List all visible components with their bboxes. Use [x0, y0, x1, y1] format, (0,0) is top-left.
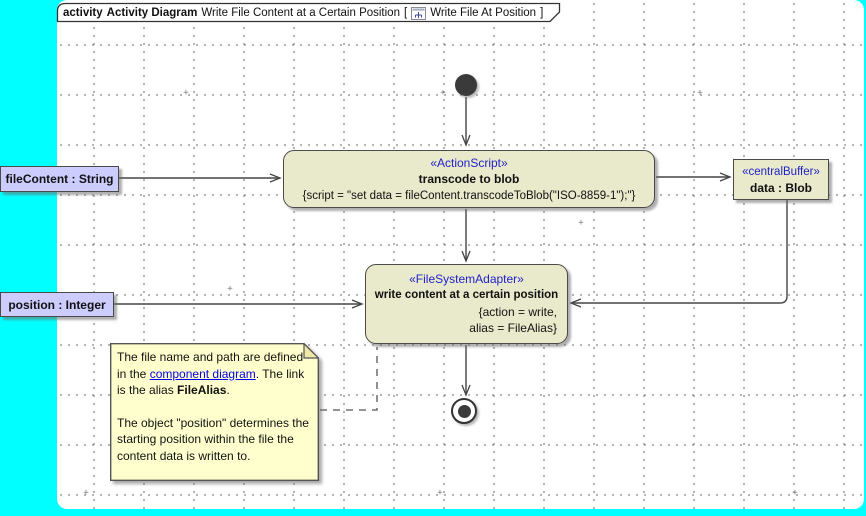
- frame-ref-open-bracket: [: [403, 7, 408, 19]
- note-filealias-text: FileAlias: [177, 383, 227, 397]
- initial-node[interactable]: [455, 74, 477, 96]
- note-paragraph-1: The file name and path are defined in th…: [117, 349, 311, 399]
- grid-plus-mark: +: [792, 488, 798, 498]
- note-paragraph-2: The object "position" determines the sta…: [117, 415, 309, 463]
- activity-diagram-icon: [411, 6, 427, 20]
- action-properties: {script = "set data = fileContent.transc…: [302, 190, 636, 202]
- action-properties-line: {action = write,: [478, 305, 557, 319]
- action-transcode-to-blob[interactable]: «ActionScript» transcode to blob {script…: [283, 150, 655, 208]
- frame-diagram-name: Write File Content at a Certain Position: [201, 7, 400, 19]
- component-diagram-link[interactable]: component diagram: [149, 366, 256, 381]
- frame-keyword: activity: [63, 7, 103, 19]
- grid-plus-mark: +: [83, 488, 89, 498]
- diagram-frame-title: activity Activity Diagram Write File Con…: [63, 5, 555, 21]
- note-text-segment: The file name and path are defined in th…: [117, 350, 304, 381]
- frame-diagram-type: Activity Diagram: [106, 7, 198, 19]
- note-text: The file name and path are defined in th…: [117, 349, 311, 464]
- final-node[interactable]: [451, 398, 477, 424]
- buffer-name: data : Blob: [750, 181, 812, 195]
- grid-plus-mark: +: [578, 218, 584, 228]
- buffer-stereotype: «centralBuffer»: [742, 166, 820, 178]
- note-shape: [110, 343, 319, 481]
- frame-ref-close-bracket: ]: [540, 7, 544, 19]
- central-buffer-node[interactable]: «centralBuffer» data : Blob: [733, 159, 829, 200]
- action-write-content-at-position[interactable]: «FileSystemAdapter» write content at a c…: [365, 264, 568, 344]
- grid-plus-mark: +: [437, 488, 443, 498]
- action-stereotype: «ActionScript»: [430, 156, 508, 170]
- grid-plus-mark: +: [183, 88, 189, 98]
- note-text-segment: .: [226, 383, 230, 397]
- object-node-position[interactable]: position : Integer: [0, 292, 114, 317]
- grid-plus-mark: +: [697, 88, 703, 98]
- frame-ref-name: Write File At Position: [430, 7, 537, 19]
- grid-plus-mark: +: [227, 284, 233, 294]
- final-node-inner-dot: [457, 404, 471, 418]
- action-name: write content at a certain position: [374, 289, 559, 301]
- object-node-filecontent[interactable]: fileContent : String: [0, 166, 119, 192]
- action-name: transcode to blob: [418, 172, 520, 186]
- note-text-segment: . The link is the alias: [117, 366, 305, 398]
- note[interactable]: The file name and path are defined in th…: [110, 343, 319, 481]
- grid-plus-mark: +: [440, 88, 446, 98]
- action-properties-line: alias = FileAlias}: [469, 321, 557, 335]
- action-stereotype: «FileSystemAdapter»: [409, 272, 524, 286]
